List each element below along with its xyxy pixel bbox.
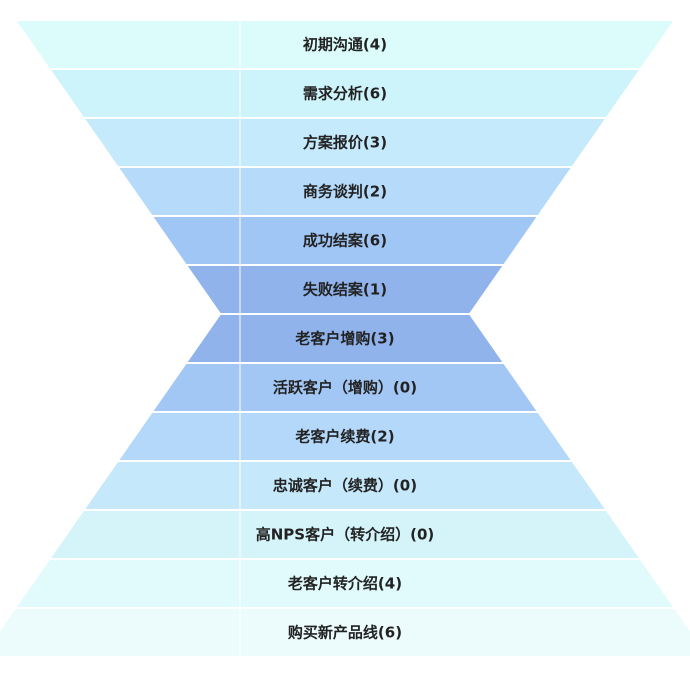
funnel-segment-label: 初期沟通(4): [303, 36, 387, 54]
funnel-segment-label: 老客户增购(3): [294, 330, 394, 348]
funnel-segment: [0, 607, 690, 658]
funnel-segment-label: 老客户续费(2): [294, 428, 394, 446]
funnel-segment-label: 失败结案(1): [303, 281, 387, 299]
funnel-segment-label: 活跃客户（增购）(0): [273, 379, 417, 397]
funnel-segment-label: 高NPS客户（转介绍）(0): [256, 526, 435, 544]
funnel-segment-label: 需求分析(6): [303, 85, 387, 103]
funnel-segment-label: 方案报价(3): [303, 134, 387, 152]
funnel-segment-label: 忠诚客户（续费）(0): [273, 477, 417, 495]
funnel-labels: 初期沟通(4) 需求分析(6) 方案报价(3) 商务谈判(2) 成功结案(6) 失败结案(…: [256, 36, 435, 642]
funnel-segment-label: 成功结案(6): [303, 232, 387, 250]
funnel-segment-label: 购买新产品线(6): [288, 624, 402, 642]
funnel-segment-label: 商务谈判(2): [303, 183, 387, 201]
funnel-segments: [0, 19, 690, 658]
funnel-segment-label: 老客户转介绍(4): [287, 575, 402, 593]
